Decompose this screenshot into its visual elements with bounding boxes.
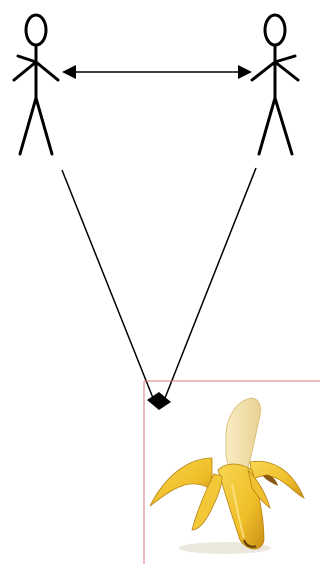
arrowhead-banana [147,392,171,410]
edge-people-bidirectional [62,65,252,79]
person-left-arm-right [36,62,58,80]
person-right-arm-right-upper [275,56,295,62]
person-right-arm-left [252,62,275,80]
arrowhead-right [238,65,252,79]
person-left-arm-left-upper [18,56,36,62]
person-right-arm-right [275,62,298,80]
person-right [252,15,298,154]
peeled-banana-icon [150,398,304,554]
edge-left-to-banana [62,170,153,398]
person-right-head [265,15,285,45]
person-right-leg-left [259,98,275,154]
edge-right-to-banana [165,168,256,398]
person-left-leg-left [20,98,36,154]
arrowhead-left [62,65,76,79]
person-left-head [26,15,46,45]
person-left-leg-right [36,98,52,154]
person-right-leg-right [275,98,292,154]
banana-picture [144,381,320,564]
person-left [14,15,58,154]
person-left-arm-left [14,62,36,80]
